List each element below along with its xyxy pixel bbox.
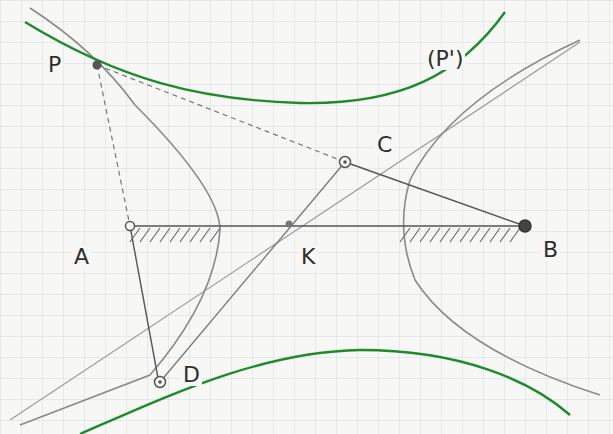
point-label: C bbox=[375, 134, 394, 156]
line-dc bbox=[160, 162, 345, 382]
point-c-center bbox=[343, 160, 347, 164]
point-k bbox=[286, 221, 293, 228]
point-a bbox=[126, 222, 135, 231]
point-d-center bbox=[158, 380, 162, 384]
asymptote-line bbox=[10, 42, 580, 420]
point-label: A bbox=[72, 246, 91, 268]
point-d bbox=[155, 377, 166, 388]
dashed-line-pc bbox=[97, 65, 345, 162]
green-curve-lower bbox=[80, 350, 570, 434]
segment-ad bbox=[130, 226, 158, 378]
point-label: D bbox=[181, 364, 202, 386]
hatching bbox=[130, 228, 520, 242]
point-label: B bbox=[541, 239, 560, 261]
point-c bbox=[340, 157, 351, 168]
segment-ab bbox=[130, 225, 525, 227]
point-label: P bbox=[46, 54, 63, 76]
point-label: K bbox=[299, 246, 317, 268]
green-curve-upper bbox=[25, 12, 505, 103]
dashed-line-pa bbox=[97, 65, 130, 226]
point-b bbox=[519, 220, 531, 232]
segment-cb bbox=[345, 162, 525, 226]
point-p bbox=[93, 61, 102, 70]
point-label: (P') bbox=[425, 48, 465, 70]
